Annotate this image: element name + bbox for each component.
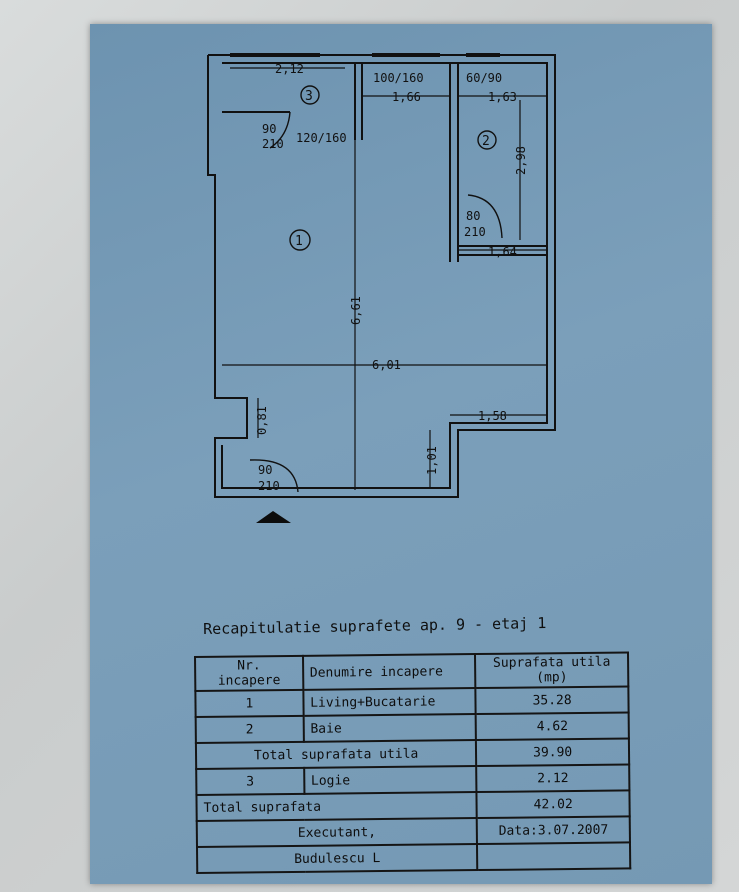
dim-label-80: 80 — [466, 209, 480, 223]
dim-label-100-160: 100/160 — [373, 71, 424, 85]
row-name: Baie — [303, 714, 477, 742]
dim-label-60-90: 60/90 — [466, 71, 502, 85]
dim-label-158: 1,58 — [478, 409, 507, 423]
room-3-marker — [300, 85, 320, 105]
dim-label-120-160: 120/160 — [296, 131, 347, 145]
dim-label-298: 2,98 — [514, 146, 528, 175]
executant-name-row: Budulescu L — [197, 842, 631, 873]
header-area: Suprafata utila (mp) — [475, 652, 629, 689]
wall-outer-inner — [221, 62, 548, 489]
total-useful-value: 39.90 — [476, 738, 630, 767]
dim-label-081: 0,81 — [255, 406, 269, 435]
row-nr: 3 — [196, 767, 305, 795]
area-summary-table: Nr. incapere Denumire incapere Suprafata… — [194, 651, 631, 874]
document-sheet — [90, 24, 712, 884]
dim-label-210-entry: 210 — [258, 479, 280, 493]
room-2-marker — [477, 130, 497, 150]
total-label: Total suprafata — [196, 792, 477, 821]
row-nr: 1 — [195, 689, 304, 717]
dim-label-601: 6,01 — [372, 358, 401, 372]
date-value: Data:3.07.2007 — [476, 816, 630, 845]
total-value: 42.02 — [476, 790, 630, 819]
row-area: 2.12 — [476, 764, 630, 793]
row-area: 4.62 — [475, 712, 629, 741]
door-bath — [467, 194, 503, 239]
row-area: 35.28 — [475, 686, 629, 715]
header-nr: Nr. incapere — [195, 655, 304, 691]
door-entry — [249, 459, 299, 493]
room-1-marker — [289, 229, 311, 251]
room-2-number: 2 — [482, 134, 490, 149]
floor-plan: 3 2 1 2,12 100/160 60/90 1,66 1,63 90 21… — [207, 53, 556, 523]
dim-label-164: 1,64 — [488, 245, 517, 259]
total-useful-label: Total suprafata utila — [195, 740, 477, 769]
table-header-row: Nr. incapere Denumire incapere Suprafata… — [195, 652, 629, 691]
row-name: Logie — [303, 766, 477, 794]
executant-label: Executant, — [196, 818, 478, 847]
header-name: Denumire incapere — [302, 654, 476, 690]
dim-label-101: 1,01 — [425, 446, 439, 475]
dim-label-661: 6,61 — [349, 296, 363, 325]
entry-arrow-icon — [256, 511, 291, 523]
dim-label-163: 1,63 — [488, 90, 517, 104]
row-name: Living+Bucatarie — [303, 688, 476, 716]
room-3-number: 3 — [305, 89, 313, 104]
row-nr: 2 — [195, 715, 304, 743]
executant-name: Budulescu L — [197, 844, 478, 873]
empty-cell — [477, 842, 631, 871]
dim-label-210: 210 — [262, 137, 284, 151]
wall-outer — [207, 54, 556, 498]
dim-label-90: 90 — [262, 122, 276, 136]
dim-label-212: 2,12 — [275, 62, 304, 76]
room-1-number: 1 — [295, 234, 303, 249]
dim-label-166: 1,66 — [392, 90, 421, 104]
dim-label-210-bath: 210 — [464, 225, 486, 239]
dim-label-90-entry: 90 — [258, 463, 272, 477]
door-loggia — [269, 111, 291, 149]
